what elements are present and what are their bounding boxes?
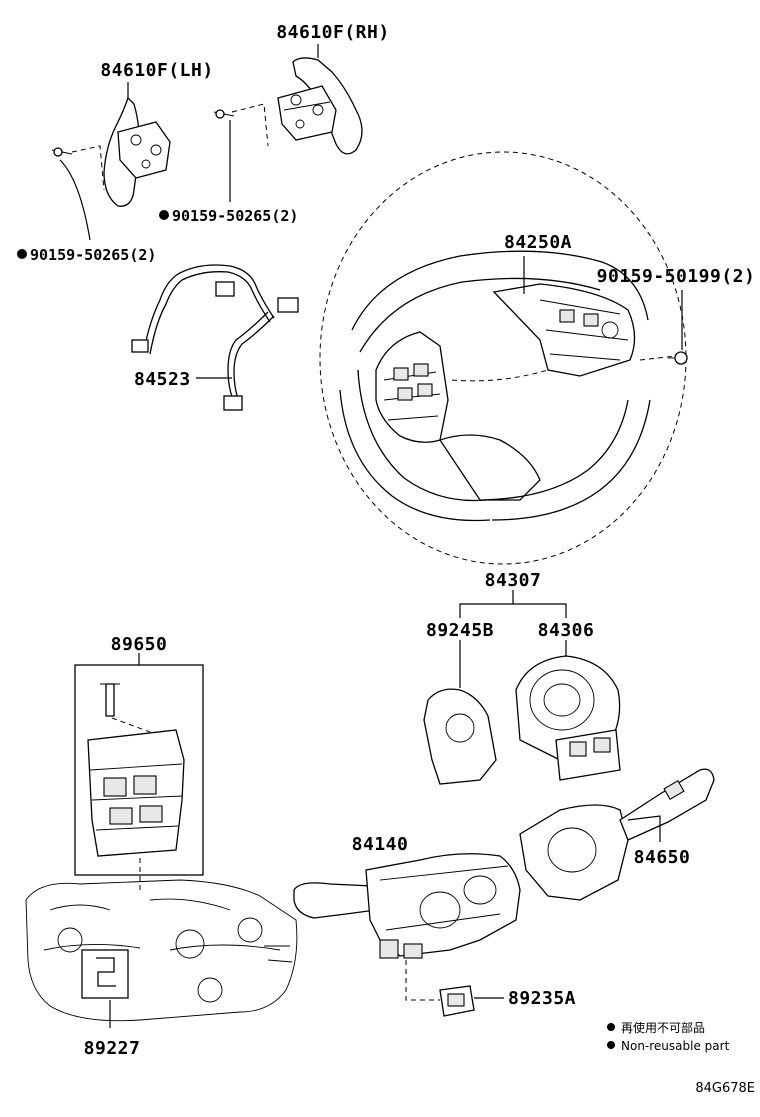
legend: 再使用不可部品 Non-reusable part: [607, 1020, 730, 1053]
steering-wheel: [319, 151, 688, 565]
paddle-shifter-rh: [213, 57, 363, 155]
label-84610f-lh: 84610F(LH): [100, 60, 213, 81]
label-89227: 89227: [84, 1038, 141, 1059]
label-84140: 84140: [352, 834, 409, 855]
wire-harness: [131, 264, 299, 411]
label-84306: 84306: [538, 620, 595, 641]
label-89245b: 89245B: [426, 620, 494, 641]
label-bolt-lh: 90159-50265(2): [30, 246, 156, 264]
label-bolt-wheel: 90159-50199(2): [597, 266, 756, 287]
legend-jp-text: 再使用不可部品: [621, 1020, 705, 1035]
legend-en-text: Non-reusable part: [621, 1039, 730, 1053]
spiral-cable-group: [423, 590, 621, 785]
label-89650: 89650: [111, 634, 168, 655]
legend-bullet-en: [607, 1041, 615, 1049]
steering-lock-box: [74, 653, 204, 890]
label-84650: 84650: [634, 847, 691, 868]
steering-column-ghost: [25, 879, 298, 1028]
paddle-shifter-lh: [51, 96, 171, 207]
label-84250a: 84250A: [504, 232, 572, 253]
combination-switch: [293, 853, 521, 1017]
label-bolt-rh: 90159-50265(2): [172, 207, 298, 225]
non-reusable-marker-lh: [17, 249, 27, 259]
legend-bullet-jp: [607, 1023, 615, 1031]
label-84610f-rh: 84610F(RH): [276, 22, 389, 43]
label-89235a: 89235A: [508, 988, 576, 1009]
label-84523: 84523: [134, 369, 191, 390]
non-reusable-marker-rh: [159, 210, 169, 220]
label-84307: 84307: [485, 570, 542, 591]
wiper-switch: [519, 768, 715, 901]
diagram-code: 84G678E: [695, 1081, 755, 1096]
